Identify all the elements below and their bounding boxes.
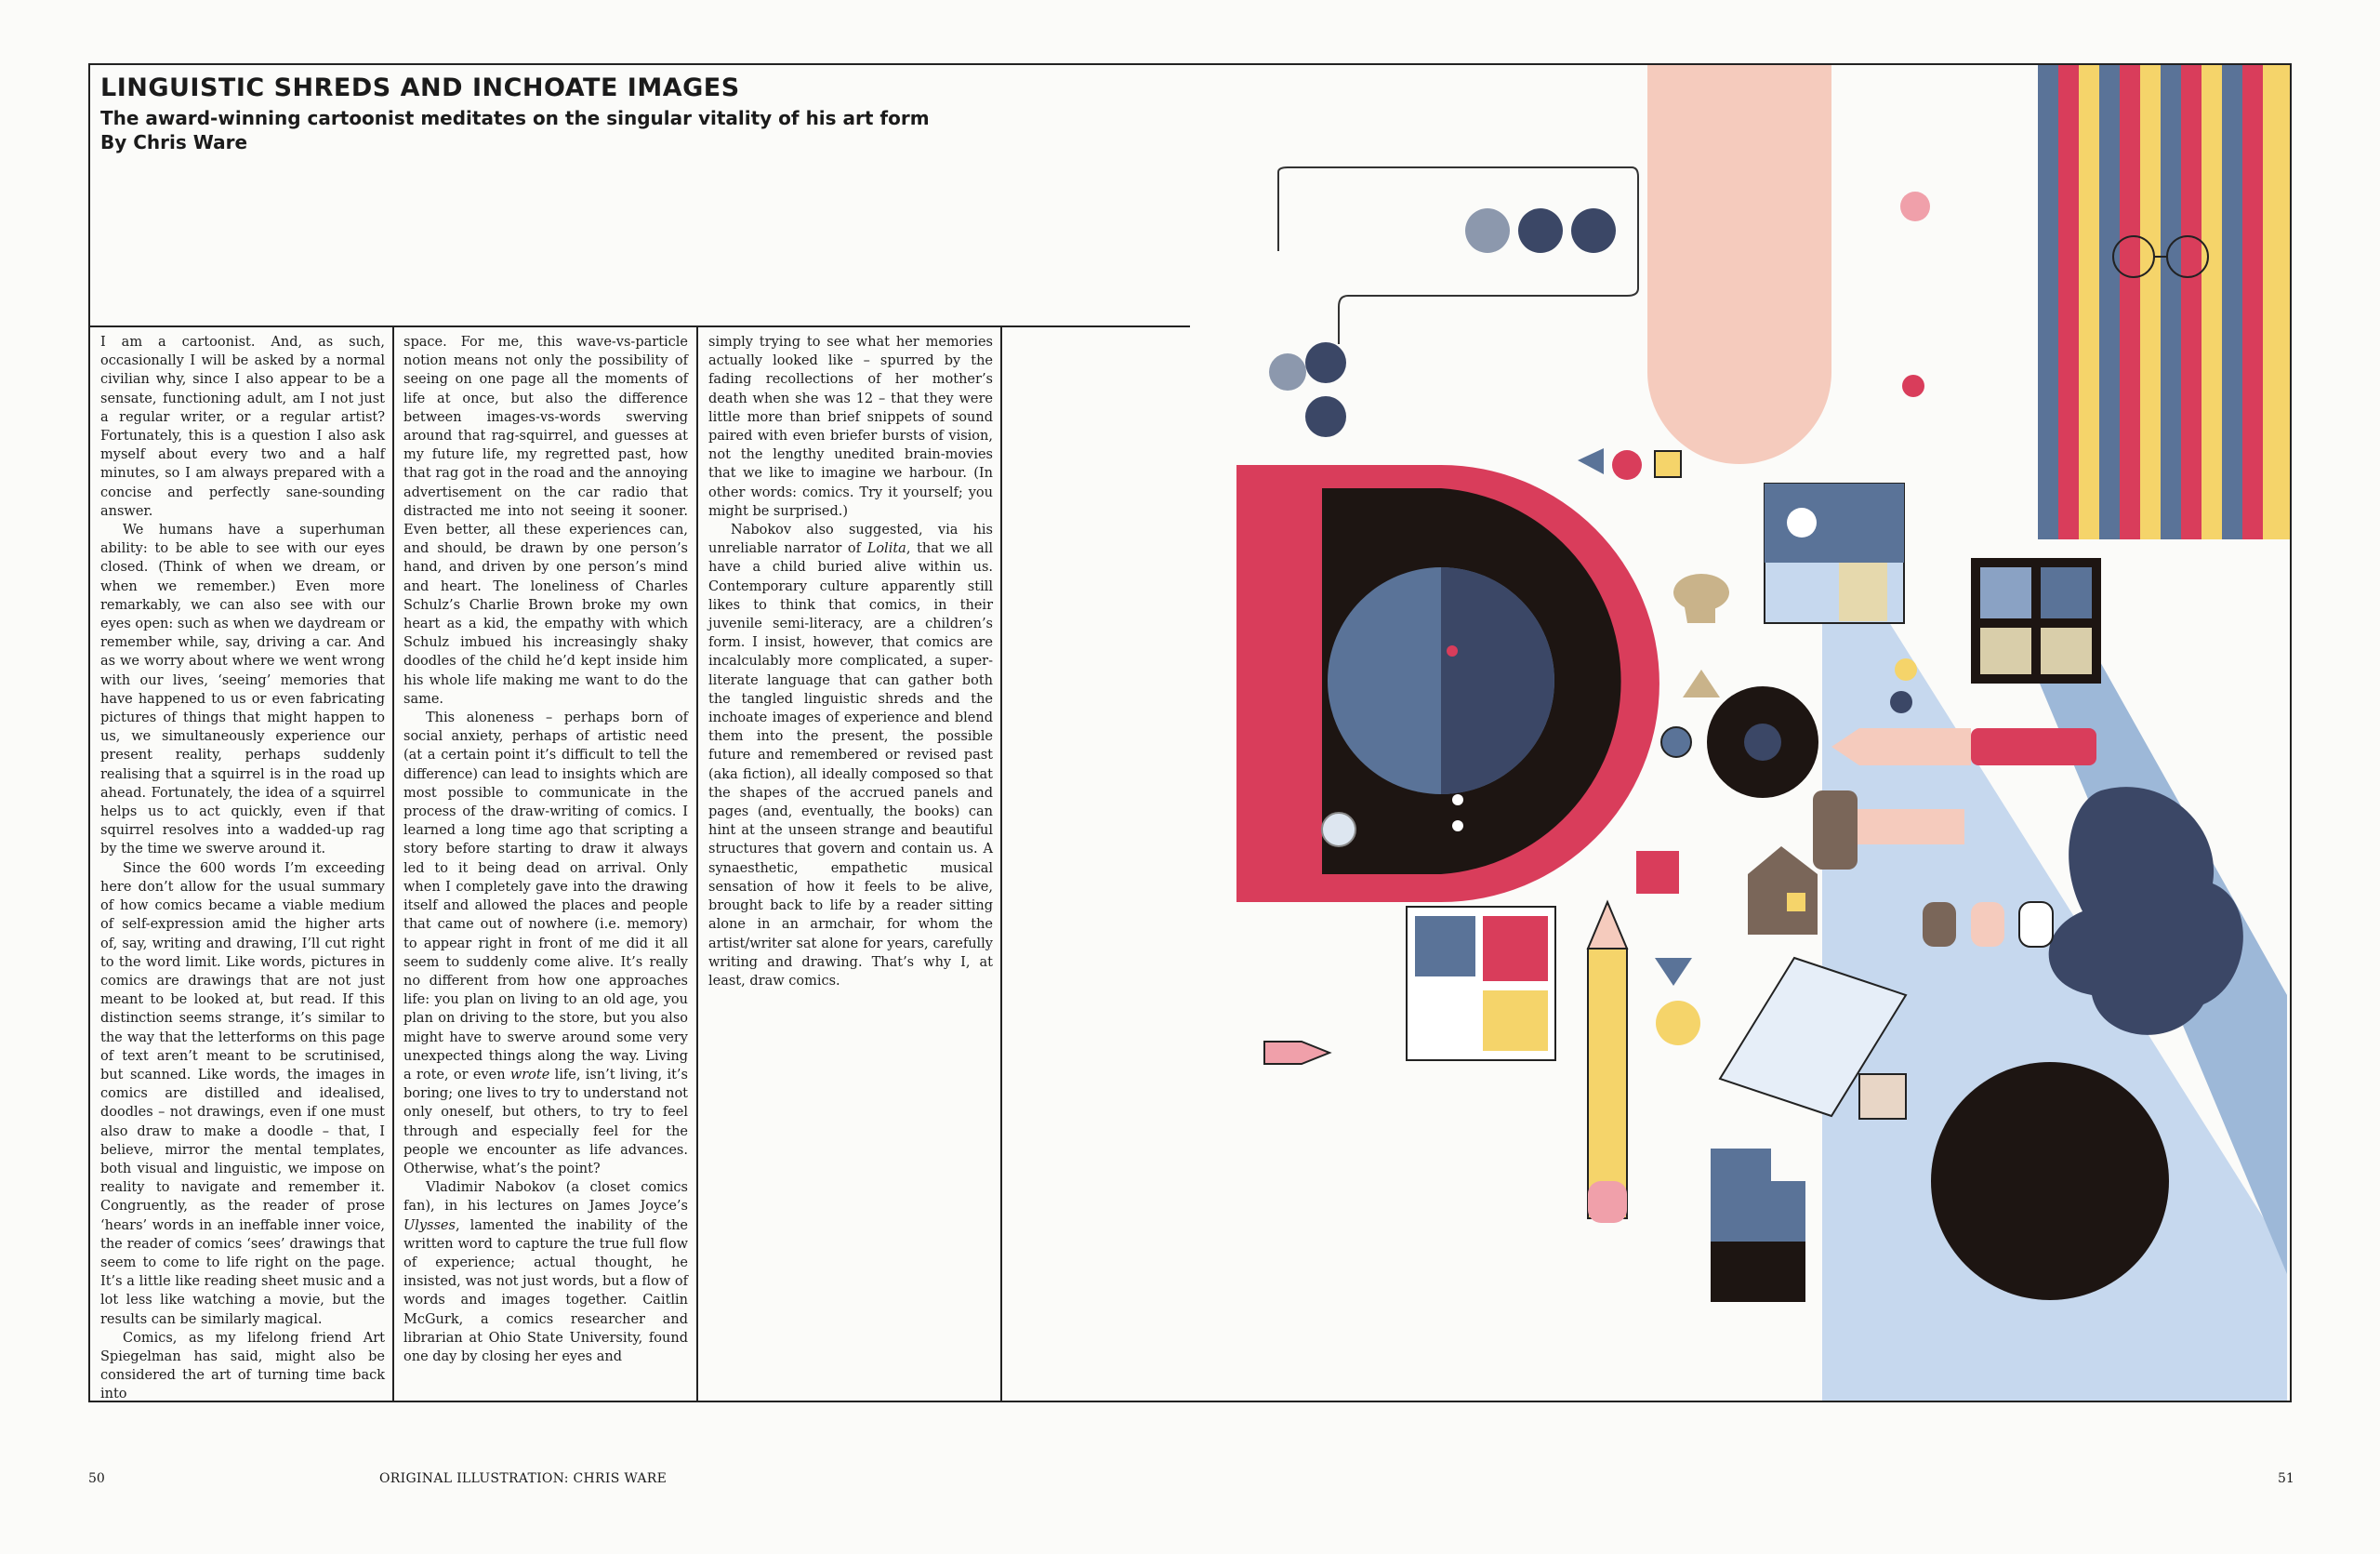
panel — [1483, 916, 1548, 981]
text-run: This aloneness – perhaps born of social … — [403, 711, 688, 1082]
finger-shape — [1647, 65, 1831, 464]
pencil-tip — [1586, 899, 1629, 950]
paragraph: I am a cartoonist. And, as such, occasio… — [100, 335, 385, 519]
paragraph: Nabokov also suggested, via his unreliab… — [708, 521, 993, 990]
hand-icons — [1923, 901, 2054, 948]
night-sky — [2048, 787, 2243, 1035]
column-divider-3 — [1000, 325, 1002, 1402]
text-run: , that we all have a child buried alive … — [708, 541, 993, 651]
page-frame — [88, 63, 2292, 1402]
paragraph: We humans have a superhuman ability: to … — [100, 523, 385, 857]
text-run: , lamented the inability of the written … — [403, 1217, 688, 1308]
window-pane — [2041, 628, 2092, 674]
text-column-2: space. For me, this wave-vs-particle not… — [403, 333, 688, 1366]
pencil-eraser — [1588, 1181, 1627, 1223]
window-sky — [1765, 484, 1904, 563]
pen-body — [1971, 728, 2096, 765]
hammer-icon — [1813, 790, 1858, 870]
pink-dot — [1900, 192, 1930, 221]
tonearm-dot — [1452, 820, 1463, 831]
blue-triangle — [1578, 448, 1604, 474]
stripes — [2038, 65, 2290, 539]
small-navy-dot — [1890, 691, 1912, 713]
header-rule — [88, 325, 1190, 327]
small-yellow-dot — [1895, 658, 1917, 681]
hammer-handle — [1858, 809, 1964, 844]
window-pane — [1980, 628, 2031, 674]
glasses-icon — [2112, 235, 2209, 278]
pen-icon — [1831, 728, 1971, 765]
emphasis-wrote: wrote — [509, 1067, 550, 1082]
byline: By Chris Ware — [100, 131, 248, 153]
paragraph: Comics, as my lifelong friend Art Spiege… — [100, 1330, 385, 1402]
headline: LINGUISTIC SHREDS AND INCHOATE IMAGES — [100, 73, 740, 102]
title-lolita: Lolita — [866, 541, 906, 557]
paragraph: simply trying to see what her memories a… — [708, 335, 993, 519]
spindle — [1447, 645, 1458, 657]
ink-liquid — [1711, 1242, 1805, 1302]
illustration-credit: ORIGINAL ILLUSTRATION: CHRIS WARE — [379, 1471, 668, 1486]
window-pane — [1980, 567, 2031, 618]
text-run: life, isn’t living, it’s boring; one liv… — [403, 1067, 688, 1176]
paragraph: space. For me, this wave-vs-particle not… — [403, 335, 688, 707]
column-divider-2 — [696, 325, 698, 1402]
yellow-square — [1654, 450, 1682, 478]
vinyl-label — [1744, 724, 1781, 761]
paragraph: Since the 600 words I’m exceeding here d… — [100, 860, 385, 1327]
turntable-shadow — [1441, 567, 1554, 794]
black-planet — [1931, 1062, 2169, 1300]
pencil-icon — [1587, 948, 1628, 1219]
title-ulysses: Ulysses — [403, 1217, 456, 1233]
red-dot — [1612, 450, 1642, 480]
yellow-circle — [1656, 1001, 1700, 1045]
card-icon — [1718, 956, 1908, 1118]
eye-icon — [1660, 726, 1692, 758]
tonearm-dot — [1452, 794, 1463, 805]
bulb-icon — [1321, 812, 1356, 847]
text-run: Nabokov also suggested, via his unreliab… — [708, 523, 993, 557]
house-window — [1787, 893, 1805, 911]
wire-line — [1277, 166, 1639, 344]
column-divider-1 — [392, 325, 394, 1402]
small-red-dot — [1902, 375, 1924, 397]
text-column-3: simply trying to see what her memories a… — [708, 333, 993, 990]
arrow-up-icon — [1683, 670, 1720, 697]
panel — [1415, 916, 1475, 976]
paragraph: This aloneness – perhaps born of social … — [403, 709, 688, 1178]
red-square — [1636, 851, 1679, 894]
window-pane — [2041, 567, 2092, 618]
panel — [1483, 990, 1548, 1051]
moon-icon — [1787, 508, 1817, 538]
house-icon — [1748, 846, 1818, 935]
mushroom-cap — [1673, 574, 1729, 611]
dot-cluster — [1269, 208, 1616, 437]
tent-icon — [1839, 563, 1887, 621]
paragraph: Vladimir Nabokov (a closet comics fan), … — [403, 1178, 688, 1366]
eraser-block — [1858, 1073, 1907, 1120]
standfirst: The award-winning cartoonist meditates o… — [100, 107, 930, 129]
text-run: Vladimir Nabokov (a closet comics fan), … — [403, 1180, 688, 1215]
page-number-right: 51 — [2278, 1471, 2294, 1486]
text-run: Caitlin McGurk, a comics researcher and … — [403, 1293, 689, 1364]
title-block: LINGUISTIC SHREDS AND INCHOATE IMAGES Th… — [100, 73, 1170, 154]
text-column-1: I am a cartoonist. And, as such, occasio… — [100, 333, 385, 1404]
illustration — [1236, 65, 2290, 1401]
triangle-icon — [1655, 958, 1692, 986]
crayon-icon — [1263, 1041, 1332, 1065]
page-number-left: 50 — [88, 1471, 105, 1486]
text-run: I insist, however, that comics are incal… — [708, 635, 993, 989]
